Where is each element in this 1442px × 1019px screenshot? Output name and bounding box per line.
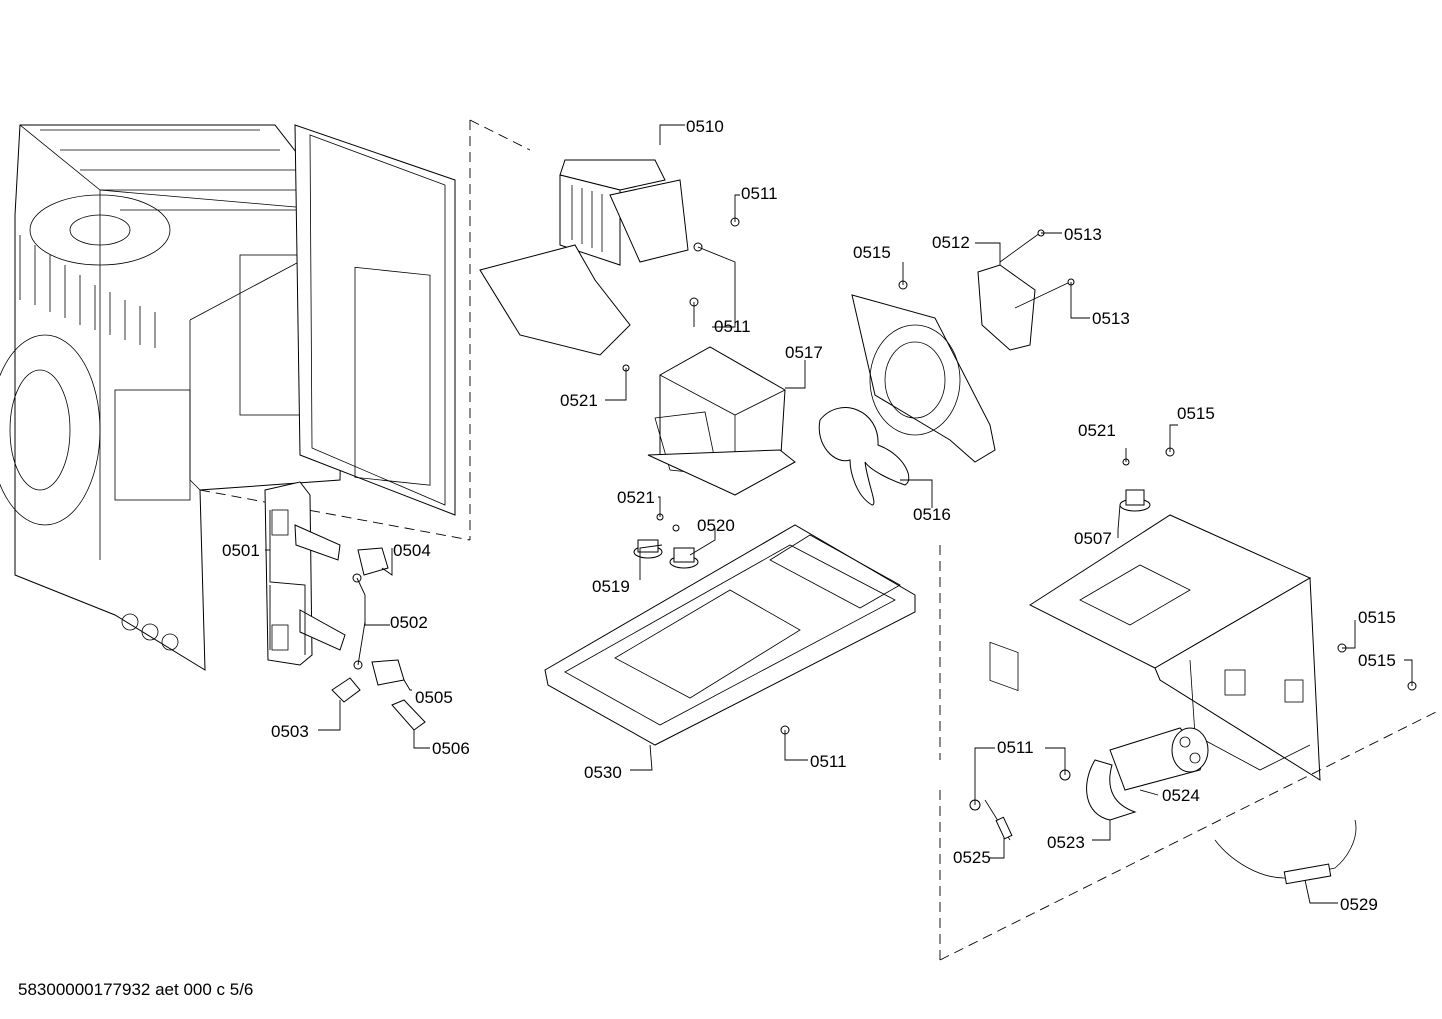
capacitor-clamp xyxy=(1086,759,1137,821)
label-0523: 0523 xyxy=(1047,833,1085,852)
waveguide-cover xyxy=(479,244,631,356)
back-frame-panel xyxy=(294,124,456,516)
label-0511-b: 0511 xyxy=(714,317,751,336)
label-0520: 0520 xyxy=(697,516,735,535)
label-0511-a: 0511 xyxy=(741,184,778,203)
label-0525: 0525 xyxy=(953,848,991,867)
label-0519: 0519 xyxy=(592,577,630,596)
label-0506: 0506 xyxy=(432,739,470,758)
thermal-cutout-0519 xyxy=(633,539,663,559)
door-interlock-bracket xyxy=(264,481,346,666)
fan-housing xyxy=(851,294,996,463)
label-0517: 0517 xyxy=(785,343,823,362)
label-0529: 0529 xyxy=(1340,895,1378,914)
fan-blade xyxy=(818,407,910,506)
label-0521-c: 0521 xyxy=(1078,421,1116,440)
label-0524: 0524 xyxy=(1162,786,1200,805)
wire-harness xyxy=(1214,819,1357,885)
drawing-code: 58300000177932 aet 000 c 5/6 xyxy=(18,980,254,999)
label-0515-c: 0515 xyxy=(1358,608,1396,627)
label-0521-b: 0521 xyxy=(617,488,655,507)
switch-0504 xyxy=(357,547,389,576)
fan-motor xyxy=(977,264,1036,692)
dashed-outline-left xyxy=(199,119,531,541)
capacitor xyxy=(1109,727,1209,791)
screw-0502 xyxy=(352,573,363,670)
label-0501: 0501 xyxy=(222,541,260,560)
thermal-cutout-0520 xyxy=(669,547,699,569)
label-0505: 0505 xyxy=(415,688,453,707)
part-labels: 0510 0511 0511 0521 0515 0512 0513 0513 … xyxy=(222,117,1396,914)
label-0515-d: 0515 xyxy=(1358,651,1396,670)
label-0521-a: 0521 xyxy=(560,391,598,410)
lever-0503 xyxy=(331,677,361,703)
base-plate xyxy=(544,524,916,746)
magnetron xyxy=(559,159,689,266)
switch-0505 xyxy=(371,659,405,686)
label-0507: 0507 xyxy=(1074,529,1112,548)
label-0504: 0504 xyxy=(393,541,431,560)
dashed-outline-right xyxy=(939,709,1441,961)
label-0511-d: 0511 xyxy=(997,738,1034,757)
label-0511-c: 0511 xyxy=(810,752,847,771)
label-0510: 0510 xyxy=(686,117,724,136)
label-0502: 0502 xyxy=(390,613,428,632)
label-0530: 0530 xyxy=(584,763,622,782)
label-0516: 0516 xyxy=(913,505,951,524)
hv-diode xyxy=(969,799,1013,841)
thermal-cutout-0507 xyxy=(1119,489,1151,512)
actuator-0506 xyxy=(391,699,426,731)
leader-lines xyxy=(265,124,1413,904)
label-0515-b: 0515 xyxy=(1177,404,1215,423)
label-0515-a: 0515 xyxy=(853,243,891,262)
transformer xyxy=(647,346,796,496)
label-0513-b: 0513 xyxy=(1092,309,1130,328)
right-chassis xyxy=(1028,514,1321,781)
label-0503: 0503 xyxy=(271,722,309,741)
label-0512: 0512 xyxy=(932,233,970,252)
label-0513-a: 0513 xyxy=(1064,225,1102,244)
